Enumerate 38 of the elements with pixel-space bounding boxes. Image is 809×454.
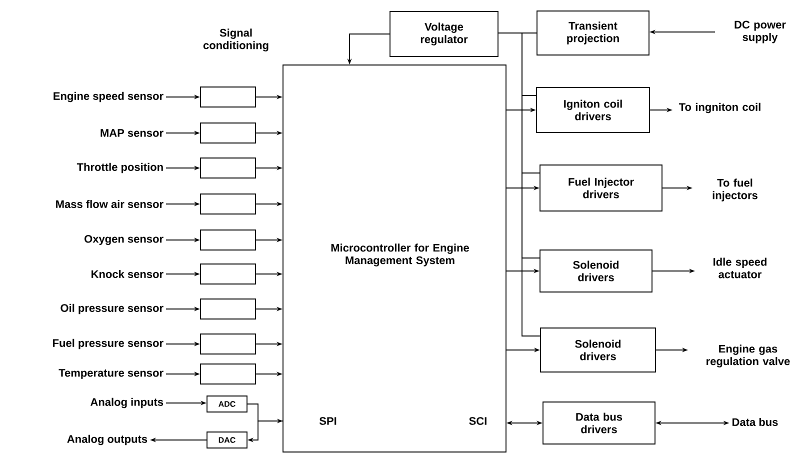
signal-label: Oxygen sensor xyxy=(84,235,164,245)
signal-conditioning-box xyxy=(200,264,256,284)
signal-conditioning-box xyxy=(200,122,256,144)
signal-label: Temperature sensor xyxy=(58,369,164,379)
converter-box: DAC xyxy=(206,432,248,448)
block-box: Voltage regulator xyxy=(390,11,498,57)
controller-box: Microcontroller for Engine Management System SPI SCI xyxy=(282,64,506,452)
signal-label: To ingniton coil xyxy=(679,102,760,114)
signal-conditioning-box xyxy=(200,158,256,178)
signal-label: Knock sensor xyxy=(92,270,164,278)
signal-label: Engine gas regulation valve xyxy=(706,344,790,368)
signal-conditioning-box xyxy=(200,364,256,384)
block-box: Igniton coil drivers xyxy=(536,87,650,133)
connector-line xyxy=(522,32,541,336)
signal-label: Throttle position xyxy=(76,162,163,174)
signal-label: MAP sensor xyxy=(100,129,164,137)
signal-label: DC power supply xyxy=(734,20,786,44)
signal-label: Analog inputs xyxy=(90,398,164,408)
signal-label: Mass flow air sensor xyxy=(56,200,164,208)
signal-conditioning-box xyxy=(200,230,256,250)
signal-label: Idle speed actuator xyxy=(714,258,766,278)
signal-label: Analog outputs xyxy=(67,434,148,446)
signal-label: Fuel pressure sensor xyxy=(53,338,164,350)
block-box: Fuel Injector drivers xyxy=(540,164,662,212)
signal-conditioning-box xyxy=(200,86,256,108)
block-box: Data bus drivers xyxy=(542,402,656,444)
signal-conditioning-box xyxy=(200,334,256,354)
signal-label: Data bus xyxy=(732,418,778,426)
signal-label: Engine speed sensor xyxy=(54,92,164,102)
section-heading: Signal conditioning xyxy=(203,28,268,52)
signal-label: Oil pressure sensor xyxy=(60,304,164,314)
signal-conditioning-box xyxy=(200,298,256,320)
signal-conditioning-box xyxy=(200,194,256,214)
block-box: Solenoid drivers xyxy=(540,328,656,372)
block-box: Solenoid drivers xyxy=(540,250,652,292)
converter-box: ADC xyxy=(206,396,248,412)
block-box: Transient projection xyxy=(536,10,650,56)
signal-label: To fuel injectors xyxy=(712,178,758,202)
